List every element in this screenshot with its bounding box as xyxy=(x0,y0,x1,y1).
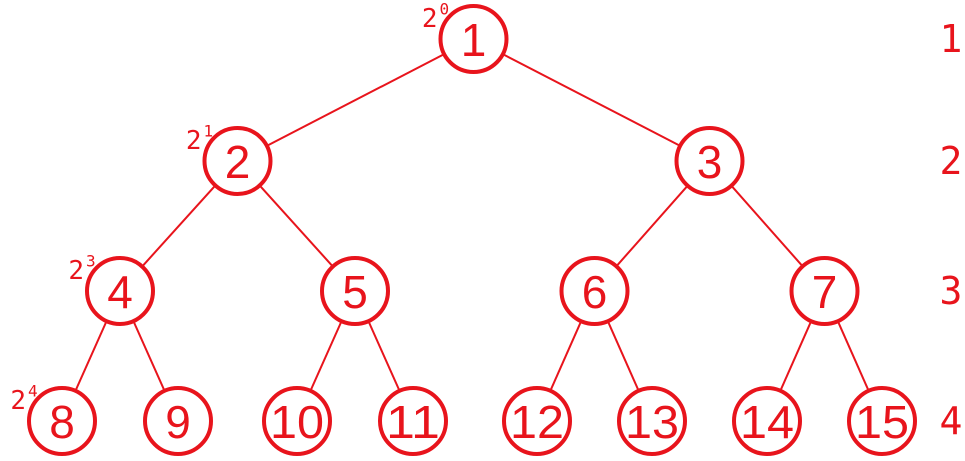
edge-2-4 xyxy=(141,184,217,268)
edge-7-14 xyxy=(779,320,813,392)
node-label: 4 xyxy=(107,266,133,318)
edge-1-2 xyxy=(266,53,445,147)
node-circle xyxy=(674,126,745,196)
tree-node-11: 11 xyxy=(378,386,448,456)
node-label: 10 xyxy=(270,396,324,448)
power-base: 2 xyxy=(10,386,26,416)
edge-5-11 xyxy=(367,320,401,392)
edge-3-6 xyxy=(615,185,689,267)
tree-node-7: 7 xyxy=(789,256,860,326)
edge-4-9 xyxy=(132,320,166,392)
tree-edges xyxy=(74,53,870,392)
power-base: 2 xyxy=(422,4,438,34)
power-exponent: 0 xyxy=(440,0,450,19)
node-circle xyxy=(143,386,213,456)
tree-node-10: 10 xyxy=(262,386,332,456)
tree-node-12: 12 xyxy=(502,386,572,456)
tree-node-14: 14 xyxy=(732,386,802,456)
tree-node-1: 1 xyxy=(438,4,509,74)
node-circle xyxy=(320,256,390,326)
tree-node-8: 8 xyxy=(27,386,97,456)
level-label-1: 1 xyxy=(940,17,963,61)
node-circle xyxy=(559,256,630,326)
node-circle xyxy=(202,126,273,196)
node-label: 13 xyxy=(625,396,679,448)
node-label: 12 xyxy=(510,396,564,448)
node-circle xyxy=(789,256,860,326)
node-label: 5 xyxy=(342,266,368,318)
power-base: 2 xyxy=(186,126,202,156)
node-circle xyxy=(262,386,332,456)
node-label: 9 xyxy=(165,396,191,448)
power-base: 2 xyxy=(68,256,84,286)
level-label-4: 4 xyxy=(940,399,963,443)
tree-node-4: 4 xyxy=(85,256,155,326)
tree-node-5: 5 xyxy=(320,256,390,326)
node-label: 15 xyxy=(855,396,909,448)
tree-node-15: 15 xyxy=(847,386,917,456)
node-label: 11 xyxy=(386,396,440,448)
edge-3-7 xyxy=(730,185,804,267)
tree-node-13: 13 xyxy=(617,386,687,456)
edge-6-12 xyxy=(549,320,583,392)
node-label: 1 xyxy=(461,14,487,66)
node-label: 2 xyxy=(225,136,251,188)
power-exponent: 4 xyxy=(28,382,38,401)
node-circle xyxy=(732,386,802,456)
node-label: 7 xyxy=(812,266,838,318)
edge-4-8 xyxy=(74,320,108,392)
level-label-2: 2 xyxy=(940,139,963,183)
level-label-3: 3 xyxy=(940,269,963,313)
node-circle xyxy=(502,386,572,456)
node-circle xyxy=(847,386,917,456)
node-label: 8 xyxy=(49,396,75,448)
tree-node-6: 6 xyxy=(559,256,630,326)
tree-node-3: 3 xyxy=(674,126,745,196)
node-label: 3 xyxy=(697,136,723,188)
level-labels: 1 2 3 4 xyxy=(940,17,963,443)
tree-node-9: 9 xyxy=(143,386,213,456)
edge-2-5 xyxy=(258,184,334,268)
tree-node-2: 2 xyxy=(202,126,273,196)
edge-1-3 xyxy=(502,53,681,147)
node-circle xyxy=(378,386,448,456)
power-exponent: 3 xyxy=(86,252,96,271)
power-exponent: 1 xyxy=(204,122,214,141)
node-circle xyxy=(27,386,97,456)
node-circle xyxy=(617,386,687,456)
edge-5-10 xyxy=(309,320,343,392)
node-circle xyxy=(85,256,155,326)
node-label: 14 xyxy=(740,396,794,448)
edge-7-15 xyxy=(836,320,870,392)
node-label: 6 xyxy=(582,266,608,318)
node-circle xyxy=(438,4,509,74)
edge-6-13 xyxy=(606,320,640,392)
